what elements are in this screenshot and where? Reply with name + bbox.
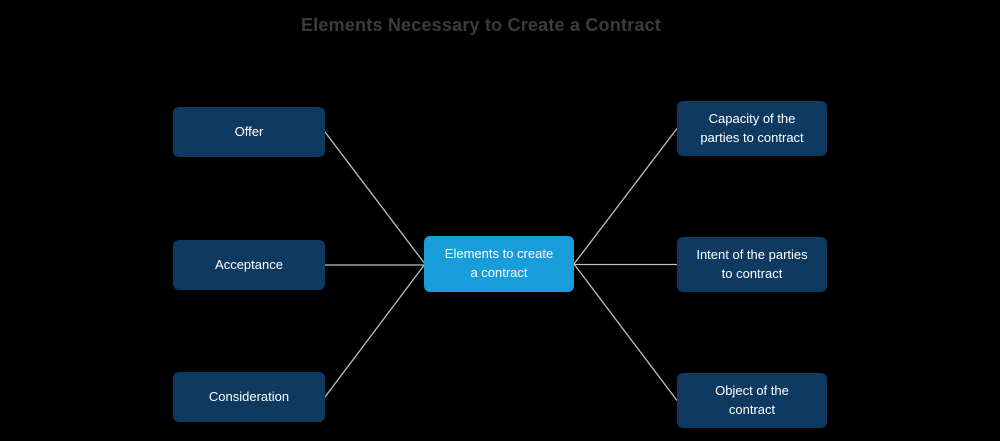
node-capacity-of-parties: Capacity of the parties to contract [677, 101, 827, 156]
diagram-title: Elements Necessary to Create a Contract [301, 15, 661, 35]
node-acceptance: Acceptance [173, 240, 325, 290]
node-consideration: Consideration [173, 372, 325, 422]
node-object-of-contract: Object of the contract [677, 373, 827, 428]
node-elements-to-create-a-contract: Elements to create a contract [424, 236, 574, 292]
node-offer: Offer [173, 107, 325, 157]
node-intent-of-parties: Intent of the parties to contract [677, 237, 827, 292]
